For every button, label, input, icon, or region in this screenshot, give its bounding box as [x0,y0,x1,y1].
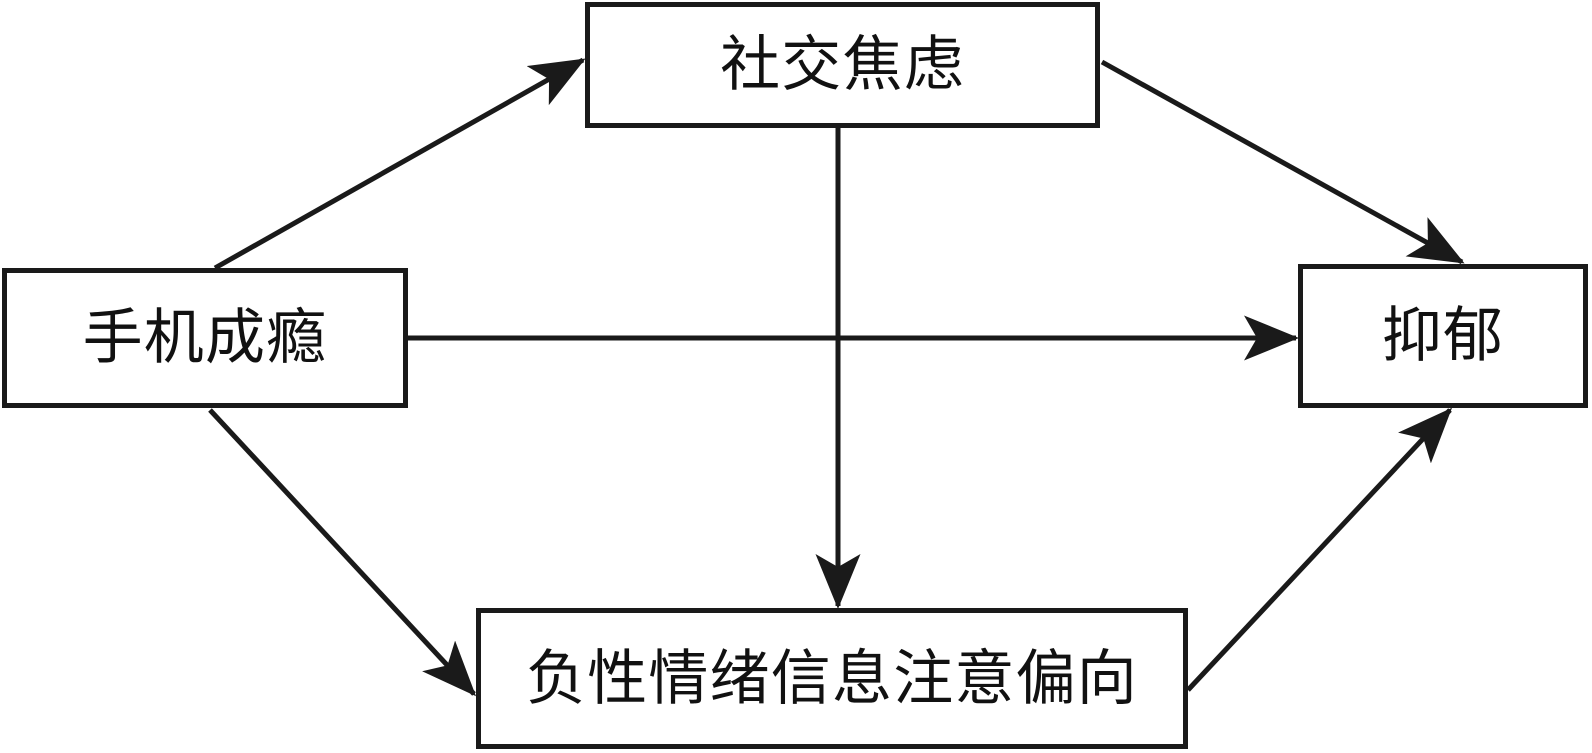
node-depression: 抑郁 [1298,264,1588,408]
edge-phone-addiction-to-attention-bias [208,408,477,697]
node-social-anxiety: 社交焦虑 [585,2,1100,128]
node-social-anxiety-label: 社交焦虑 [720,32,965,98]
edge-social-anxiety-to-depression [1100,59,1465,265]
edge-phone-addiction-to-social-anxiety [213,57,586,271]
node-depression-label: 抑郁 [1381,303,1505,369]
node-attention-bias-label: 负性情绪信息注意偏向 [526,645,1138,712]
node-phone-addiction-label: 手机成瘾 [82,305,328,371]
node-attention-bias: 负性情绪信息注意偏向 [476,608,1188,749]
node-phone-addiction: 手机成瘾 [2,268,408,408]
edge-attention-bias-to-depression [1186,407,1453,692]
